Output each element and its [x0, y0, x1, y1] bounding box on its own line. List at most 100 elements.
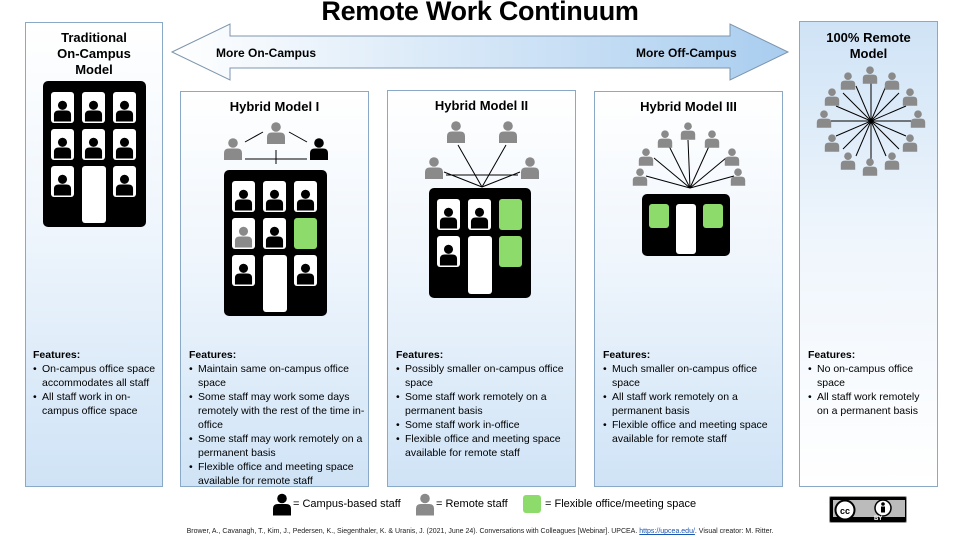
feature-item: Maintain same on-campus office space	[189, 362, 365, 390]
remote-staff-icon	[416, 493, 434, 516]
features-heading: Features:	[33, 349, 81, 361]
campus-staff-icon	[273, 493, 291, 516]
flex-space	[499, 199, 522, 230]
office-building	[224, 170, 327, 316]
remote-staff-icon	[499, 121, 517, 143]
campus-staff-icon	[115, 100, 134, 122]
remote-staff-icon	[704, 130, 720, 148]
feature-item: Flexible office and meeting space availa…	[189, 460, 365, 488]
remote-staff-icon	[638, 148, 654, 166]
remote-staff-icon	[862, 66, 878, 84]
page-title: Remote Work Continuum	[321, 0, 639, 26]
citation-text: Brower, A., Cavanagh, T., Kim, J., Peder…	[186, 528, 638, 535]
flex-space	[499, 236, 522, 267]
campus-staff-icon	[234, 263, 253, 285]
feature-item: Flexible office and meeting space availa…	[603, 418, 779, 446]
remote-staff-icon	[224, 138, 242, 160]
campus-staff-icon	[296, 189, 315, 211]
office-building	[642, 194, 730, 256]
features-heading: Features:	[808, 349, 856, 361]
column-title-line: Traditional	[61, 30, 127, 45]
panel-hybrid-3: Hybrid Model III Features: Much smaller …	[594, 91, 783, 487]
panel-hybrid-1: Hybrid Model I Features: Maintain same o…	[180, 91, 369, 487]
remote-staff-icon	[816, 110, 832, 128]
campus-staff-icon	[53, 137, 72, 159]
remote-staff-icon	[730, 168, 746, 186]
arrow-right-label: More Off-Campus	[636, 46, 737, 60]
column-title-line: Model	[849, 46, 888, 61]
remote-staff-icon	[680, 122, 696, 140]
office-door	[82, 166, 106, 223]
feature-item: All staff work in on-campus office space	[33, 390, 158, 418]
remote-staff-icon	[267, 122, 285, 144]
remote-staff-icon	[824, 134, 840, 152]
feature-item: On-campus office space accommodates all …	[33, 362, 158, 390]
staff-network	[425, 121, 539, 188]
cc-icon: cc	[834, 499, 856, 521]
remote-staff-icon	[657, 130, 673, 148]
arrow-left-label: More On-Campus	[216, 46, 317, 60]
office-door	[263, 255, 287, 312]
feature-item: Flexible office and meeting space availa…	[396, 432, 572, 460]
office-building	[43, 81, 146, 227]
citation: Brower, A., Cavanagh, T., Kim, J., Peder…	[186, 528, 774, 535]
remote-staff-icon	[862, 158, 878, 176]
citation-link[interactable]: https://upcea.edu/	[639, 528, 695, 535]
feature-item: Much smaller on-campus office space	[603, 362, 779, 390]
remote-staff-icon	[824, 88, 840, 106]
panel-hybrid-2: Hybrid Model II Features: Possibly small…	[387, 90, 576, 487]
remote-staff-icon	[425, 157, 443, 179]
remote-staff-icon	[521, 157, 539, 179]
campus-staff-icon	[470, 207, 489, 229]
remote-staff-icon	[632, 168, 648, 186]
panel-traditional: Traditional On-Campus Model Features: On…	[25, 22, 163, 487]
remote-staff-icon	[884, 72, 900, 90]
feature-item: Possibly smaller on-campus office space	[396, 362, 572, 390]
staff-network	[632, 122, 746, 189]
office-door	[676, 204, 696, 254]
campus-staff-icon	[53, 174, 72, 196]
features-list: Features: No on-campus office space All …	[808, 348, 934, 418]
column-title-line: Model	[75, 62, 113, 77]
campus-staff-icon	[296, 263, 315, 285]
campus-staff-icon	[439, 207, 458, 229]
legend-flex: = Flexible office/meeting space	[523, 490, 696, 518]
continuum-arrow	[170, 23, 790, 81]
column-title-line: On-Campus	[57, 46, 131, 61]
legend: = Campus-based staff = Remote staff = Fl…	[0, 490, 960, 518]
legend-campus-label: = Campus-based staff	[293, 498, 401, 510]
remote-staff-icon	[902, 134, 918, 152]
remote-staff-icon	[840, 152, 856, 170]
remote-staff-icon	[902, 88, 918, 106]
legend-remote: = Remote staff	[414, 490, 508, 518]
column-title-line: 100% Remote	[826, 30, 911, 45]
flex-space-swatch	[523, 495, 541, 513]
license-label: BY	[874, 516, 883, 522]
column-title-line: Hybrid Model I	[229, 99, 320, 114]
remote-staff-icon	[447, 121, 465, 143]
office-door	[468, 236, 492, 294]
features-heading: Features:	[189, 349, 237, 361]
legend-campus: = Campus-based staff	[271, 490, 401, 518]
campus-staff-icon	[265, 226, 284, 248]
remote-staff-icon	[884, 152, 900, 170]
campus-staff-icon	[53, 100, 72, 122]
feature-item: Some staff may work remotely on a perman…	[189, 432, 365, 460]
features-list: Features: On-campus office space accommo…	[33, 348, 158, 418]
legend-remote-label: = Remote staff	[436, 498, 508, 510]
staff-network	[224, 122, 328, 164]
visual-credit: Visual creator: M. Ritter.	[698, 528, 774, 535]
attribution-icon	[874, 499, 892, 517]
svg-text:cc: cc	[840, 506, 850, 516]
feature-item: Some staff may work some days remotely w…	[189, 390, 365, 432]
remote-staff-icon	[724, 148, 740, 166]
remote-staff-icon	[840, 72, 856, 90]
feature-item: All staff work remotely on a permanent b…	[808, 390, 934, 418]
features-list: Features: Much smaller on-campus office …	[603, 348, 779, 446]
campus-staff-icon	[115, 174, 134, 196]
feature-item: All staff work remotely on a permanent b…	[603, 390, 779, 418]
feature-item: Some staff work in-office	[396, 418, 572, 432]
campus-staff-icon	[265, 189, 284, 211]
campus-staff-icon	[234, 189, 253, 211]
features-list: Features: Maintain same on-campus office…	[189, 348, 365, 488]
